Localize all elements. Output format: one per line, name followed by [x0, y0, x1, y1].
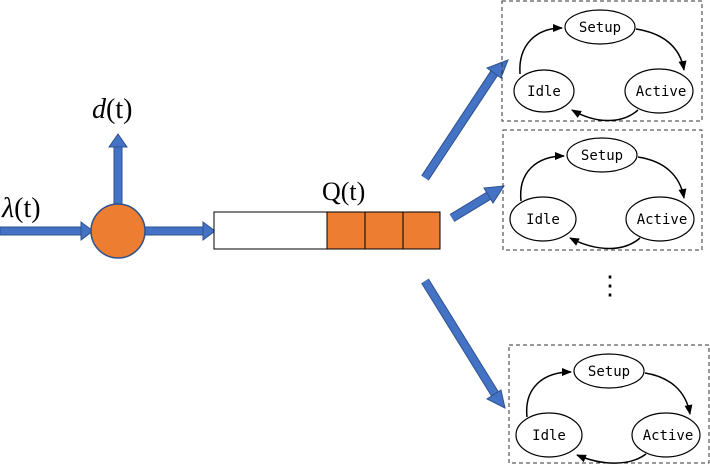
setup-to-active-edge — [635, 28, 687, 71]
server-state-machine-2: Setup Idle Active — [502, 129, 703, 251]
queue-empty-space — [213, 211, 328, 250]
idle-to-setup-edge — [525, 368, 572, 418]
setup-label: Setup — [588, 364, 630, 380]
idle-state — [515, 412, 583, 458]
active-label: Active — [636, 84, 687, 100]
server-box — [508, 344, 710, 464]
server-box — [502, 129, 703, 251]
setup-label: Setup — [581, 148, 623, 164]
queue-label: Q(t) — [322, 177, 365, 206]
setup-to-active-edge — [637, 156, 687, 199]
active-label: Active — [637, 212, 688, 228]
dispatch-arrow-1 — [421, 59, 509, 181]
arrival-node — [90, 203, 146, 259]
idle-state — [513, 69, 575, 113]
server-state-machine-3: Setup Idle Active — [508, 344, 710, 464]
more-servers-ellipsis: ⋮ — [597, 271, 623, 300]
queue-buffer — [213, 211, 441, 250]
setup-label: Setup — [579, 20, 621, 36]
queue-slot — [326, 211, 366, 250]
setup-state — [573, 353, 645, 389]
setup-state — [564, 9, 636, 45]
server-box — [501, 0, 703, 122]
arrival-label: λ(t) — [1, 193, 41, 224]
idle-to-setup-edge — [520, 152, 565, 202]
active-to-idle-edge — [569, 237, 641, 250]
node-to-queue-arrow — [143, 221, 216, 241]
active-to-idle-edge — [576, 453, 647, 464]
active-to-idle-edge — [571, 109, 639, 122]
queue-slot — [402, 211, 441, 250]
active-state — [624, 68, 694, 114]
active-label: Active — [643, 428, 694, 444]
idle-label: Idle — [527, 84, 561, 100]
idle-label: Idle — [526, 212, 560, 228]
server-state-machine-1: Setup Idle Active — [501, 0, 703, 122]
departure-arrow — [108, 133, 128, 207]
active-state — [625, 196, 695, 242]
idle-state — [509, 196, 577, 242]
departure-label: d(t) — [92, 94, 132, 125]
setup-to-active-edge — [644, 372, 693, 415]
queue-slot — [364, 211, 404, 250]
idle-label: Idle — [532, 428, 566, 444]
active-state — [631, 412, 701, 458]
arrival-arrow — [0, 221, 94, 241]
idle-to-setup-edge — [519, 24, 563, 75]
dispatch-arrow-2 — [449, 185, 505, 222]
setup-state — [566, 137, 638, 173]
dispatch-arrow-3 — [421, 278, 506, 409]
